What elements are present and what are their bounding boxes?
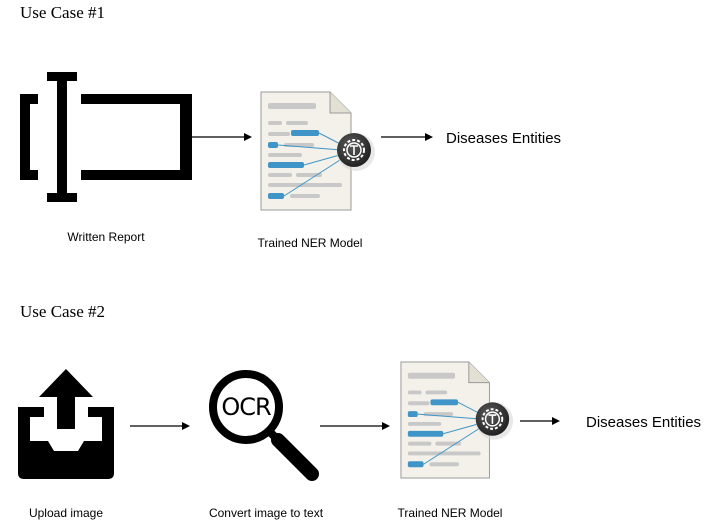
arrow-right-icon bbox=[192, 133, 252, 141]
text-field-cursor-icon bbox=[20, 72, 192, 202]
convert-image-to-text-caption: Convert image to text bbox=[208, 506, 324, 520]
trained-ner-model-caption-1: Trained NER Model bbox=[257, 236, 363, 250]
ocr-icon-label: OCR bbox=[221, 393, 271, 421]
ner-document-icon bbox=[260, 91, 375, 211]
arrow-right-icon bbox=[381, 133, 433, 141]
written-report-caption: Written Report bbox=[67, 230, 145, 244]
magnifier-ocr-icon bbox=[209, 370, 319, 481]
use-case-2-heading: Use Case #2 bbox=[20, 302, 105, 321]
upload-tray-icon bbox=[18, 369, 114, 479]
arrow-right-icon bbox=[130, 422, 190, 430]
arrow-right-icon bbox=[520, 417, 560, 425]
upload-image-caption: Upload image bbox=[28, 506, 104, 520]
diseases-entities-output-1: Diseases Entities bbox=[446, 130, 562, 147]
arrow-right-icon bbox=[320, 422, 390, 430]
diseases-entities-output-2: Diseases Entities bbox=[586, 414, 702, 431]
use-case-1-heading: Use Case #1 bbox=[20, 3, 105, 22]
ner-document-icon bbox=[400, 361, 514, 479]
trained-ner-model-caption-2: Trained NER Model bbox=[397, 506, 503, 520]
